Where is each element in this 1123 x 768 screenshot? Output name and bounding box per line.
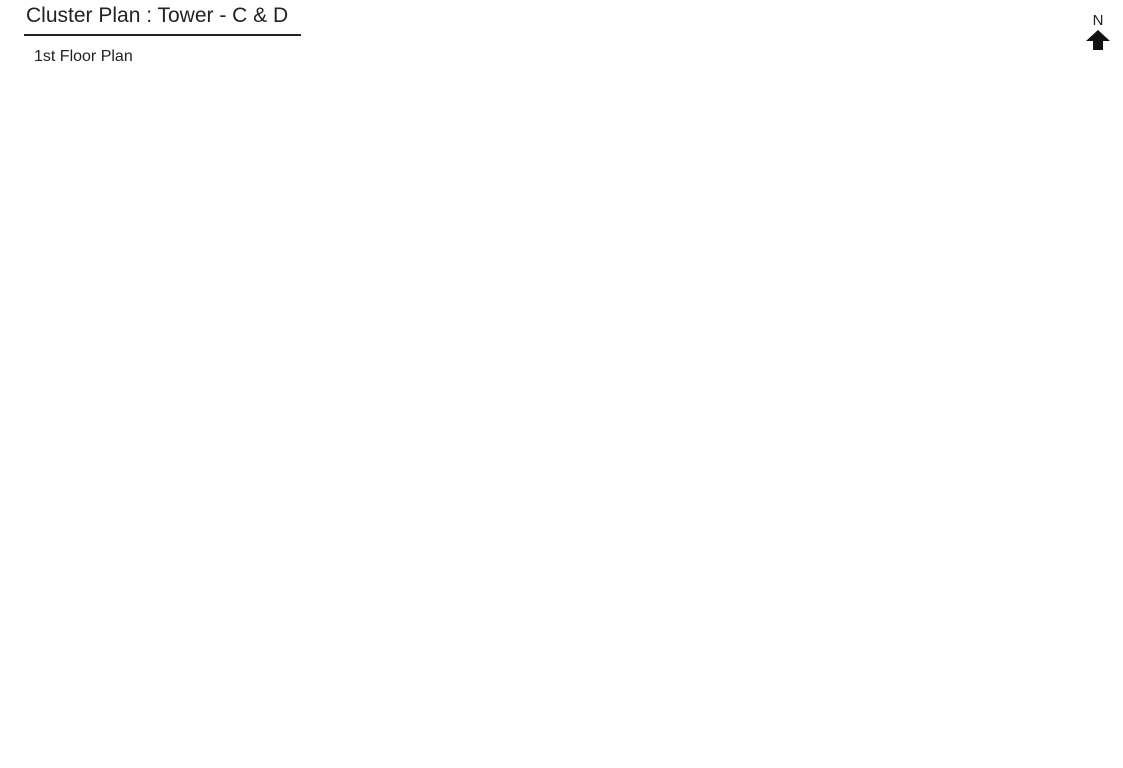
tower-c-unit-01-type: 3 BHK — [115, 90, 162, 107]
tower-c-staircase — [198, 333, 280, 457]
north-arrow-icon — [1086, 30, 1110, 50]
tower-c-unit-03-type: 2.5 BHK — [388, 713, 448, 730]
tower-c-lobby-label: LOBBY — [303, 372, 338, 383]
tower-c-lobby-size: 13'9"X 23'2" — [296, 383, 344, 393]
tower-c-lift-02-label: LIFT-02 — [378, 403, 409, 413]
tower-d-lift-02-shaft — [711, 398, 785, 444]
tower-d-unit-01-type: 2.5 BHK — [660, 92, 720, 109]
tower-d-unit-03 — [826, 460, 1102, 702]
tower-c-lobby — [276, 300, 364, 459]
north-label: N — [1092, 12, 1104, 29]
tower-d-staircase — [868, 353, 952, 464]
tower-d-unit-04 — [598, 463, 830, 702]
tower-d-lobby-size: 13'9"X 21'10" — [799, 402, 852, 412]
tower-c-lift-02-shaft — [363, 388, 442, 430]
tower-c-unit-02-number: 02 — [336, 243, 353, 260]
exit-arrows — [283, 312, 862, 462]
tower-d-unit-02-type: 3 BHK — [913, 97, 960, 114]
tower-d-lobby — [781, 316, 870, 468]
tower-d-unit-04-type: 2.5 BHK — [686, 713, 746, 730]
tower-c-unit-04-type: 3 BHK — [172, 700, 219, 717]
floor-subtitle: 1st Floor Plan — [34, 48, 133, 65]
tower-c-unit-01 — [43, 113, 322, 362]
tower-c-unit-03 — [318, 456, 592, 722]
north-indicator: N — [1083, 12, 1113, 56]
tower-c-label: TOWER-C — [6, 740, 106, 763]
tower-d-unit-03-number: 03 — [855, 535, 872, 552]
tower-d-lift-01-label: LIFT-01 — [749, 377, 780, 387]
tower-d-unit-03-type: 3 BHK — [903, 717, 950, 734]
cutout-lines — [444, 344, 741, 469]
tower-d-lift-01-shaft — [738, 358, 785, 397]
tower-d-unit-02 — [826, 120, 1102, 357]
tower-d-lobby-label: LOBBY — [808, 391, 843, 402]
tower-d-unit-04-number: 04 — [775, 535, 792, 552]
tower-c-lift-01-label: LIFT-01 — [377, 360, 408, 370]
tower-c-unit-04 — [43, 453, 322, 727]
stair-treads — [205, 364, 255, 406]
tower-d-lift-02-label: LIFT-02 — [736, 420, 767, 430]
tower-c-lift-01-shaft — [368, 343, 412, 383]
tower-c-unit-04-number: 04 — [265, 535, 282, 552]
tower-d-unit-01-number: 01 — [771, 243, 788, 260]
cutout-label: CUT OUT — [242, 471, 269, 477]
tower-d-unit-01 — [598, 116, 830, 357]
furniture — [189, 209, 951, 609]
tower-c-unit-02 — [318, 116, 587, 347]
page-title: Cluster Plan : Tower - C & D — [26, 4, 289, 27]
tower-d-unit-02-number: 02 — [859, 243, 876, 260]
tower-d-label: TOWER-D — [1000, 740, 1100, 763]
title-underline — [24, 34, 301, 36]
tower-c-unit-02-type: 2.5 BHK — [388, 95, 448, 112]
tower-c-unit-03-number: 03 — [345, 535, 362, 552]
tower-c-unit-01-number: 01 — [249, 243, 266, 260]
room-walls — [79, 117, 1099, 696]
